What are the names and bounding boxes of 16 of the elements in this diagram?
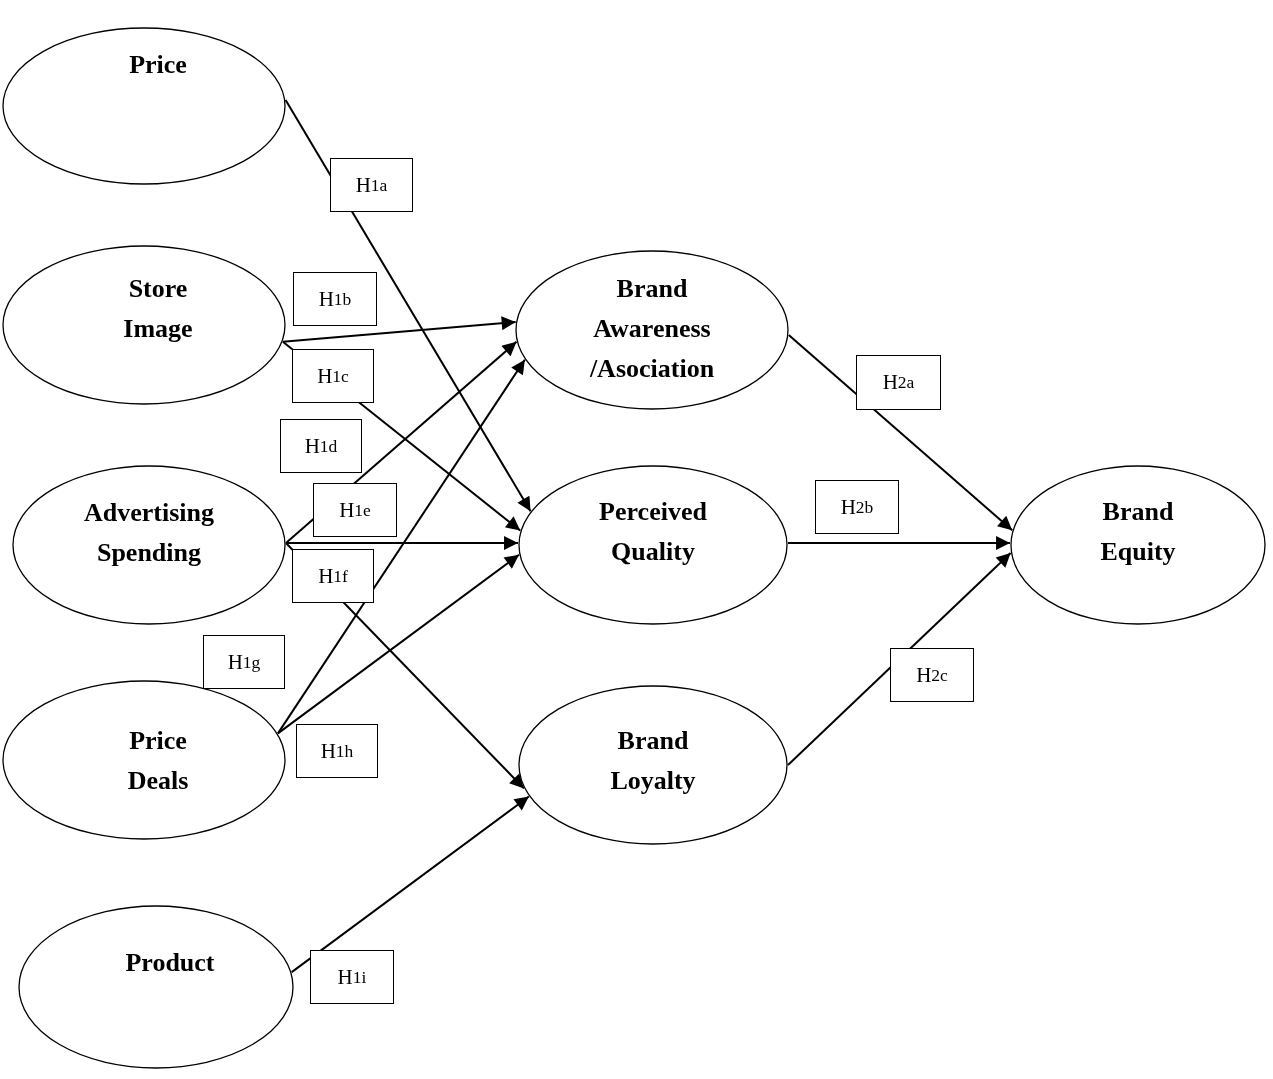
arrow (276, 358, 526, 735)
construct-name: Brand Equity (1099, 496, 1177, 568)
arrow (290, 795, 530, 974)
arrow (787, 333, 1014, 532)
construct-name: Advertising Spending (83, 497, 215, 569)
construct-name: Price (128, 49, 188, 81)
construct-name: Brand Awareness /Asociation (588, 273, 716, 385)
construct-name: Brand Loyalty (609, 725, 697, 797)
construct-name: Product (124, 947, 216, 979)
construct-name: Perceived Quality (598, 496, 708, 568)
construct-name: Price Deals (126, 725, 190, 797)
arrow (281, 316, 517, 343)
construct-name: Store Image (122, 273, 194, 345)
arrow (787, 551, 1012, 766)
arrow (276, 553, 520, 735)
arrow (284, 99, 532, 513)
